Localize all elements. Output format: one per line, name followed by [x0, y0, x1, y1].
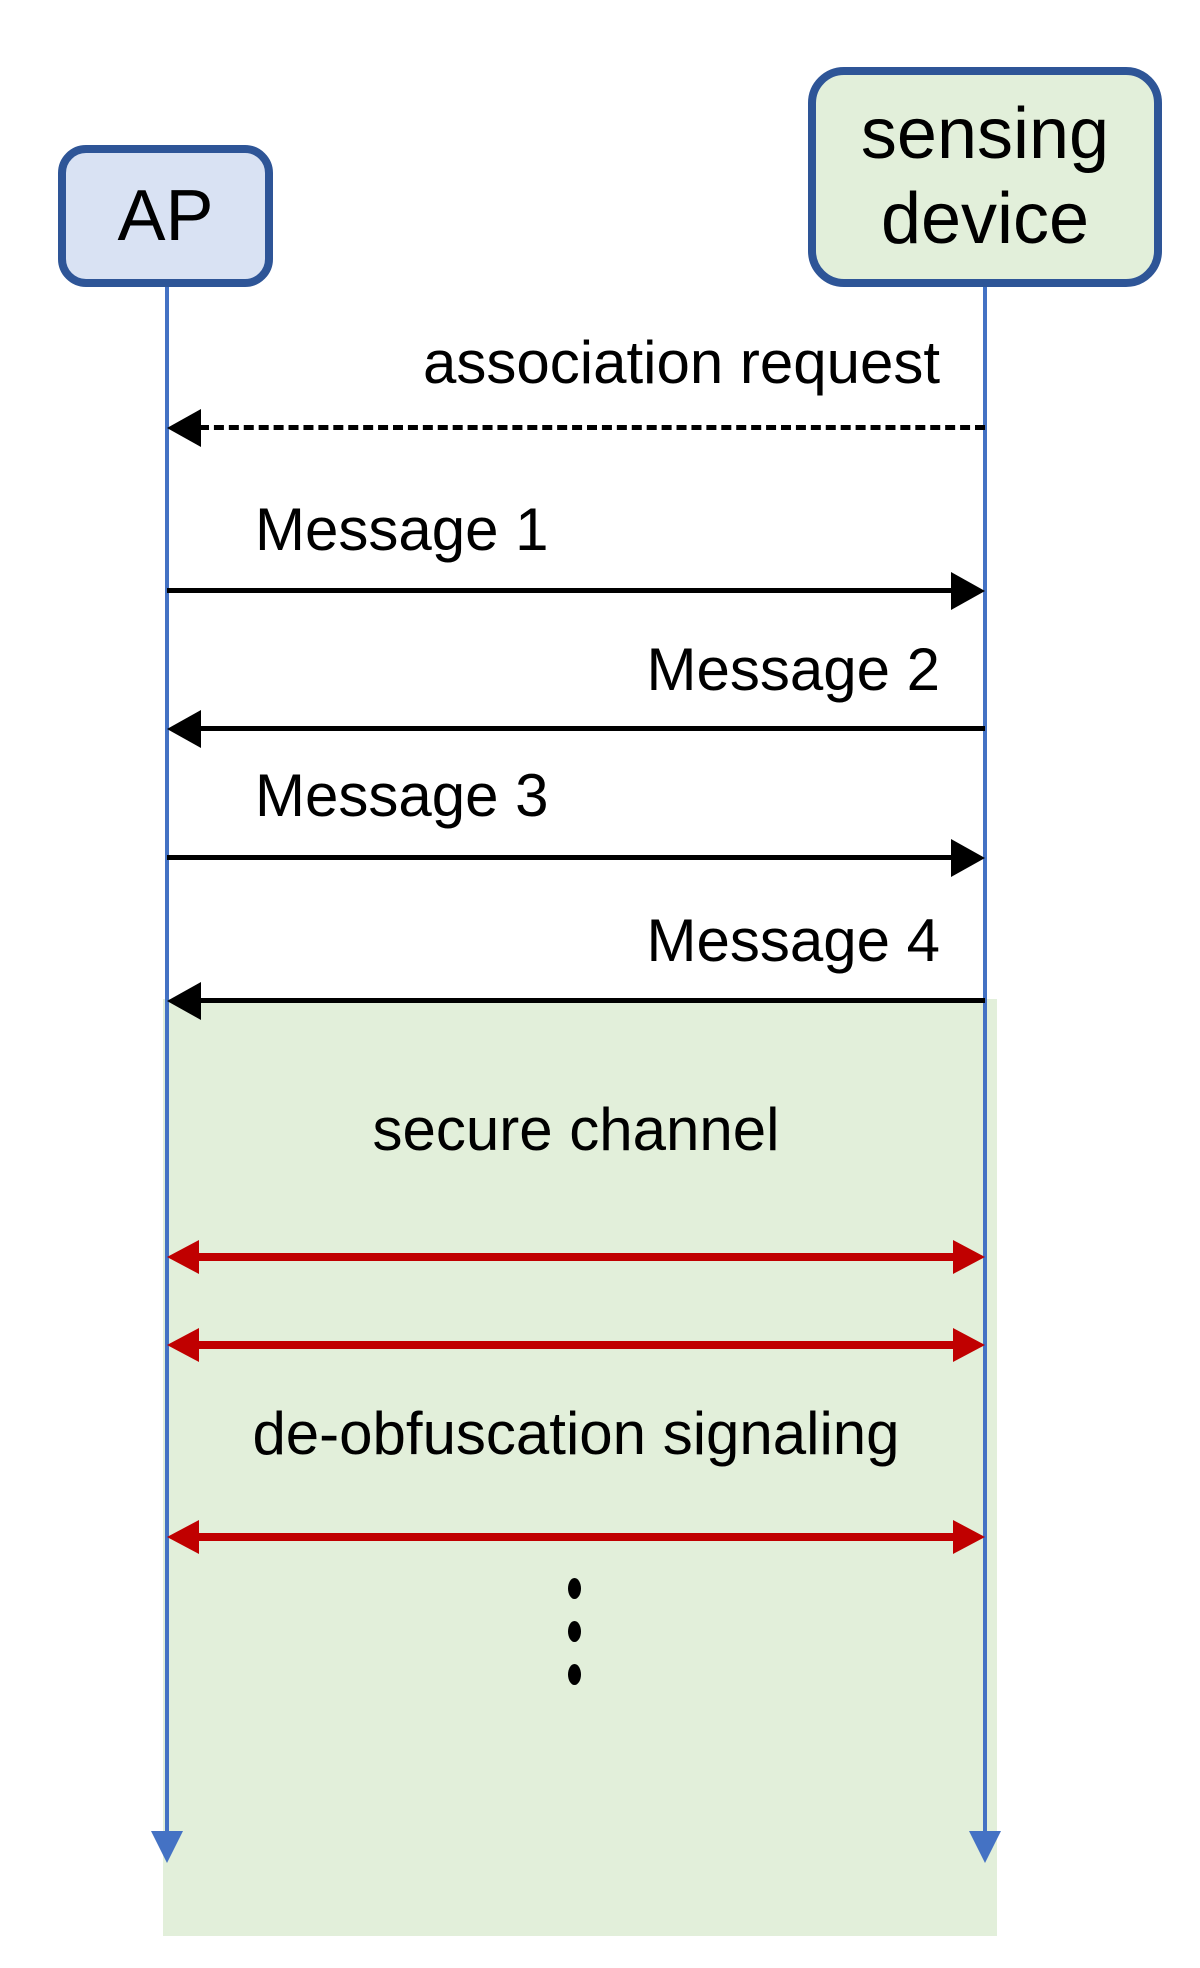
message3-label: Message 3 — [255, 762, 549, 829]
device-lifeline-arrowhead-icon — [969, 1831, 1001, 1863]
message4-arrowhead-icon — [167, 982, 201, 1020]
message1-label: Message 1 — [255, 496, 549, 563]
message4-label: Message 4 — [646, 907, 941, 974]
secure-channel-arrow2-right-arrowhead-icon — [953, 1328, 985, 1362]
vertical-ellipsis-dot1-icon — [568, 1578, 581, 1599]
secure-channel-arrow1-right-arrowhead-icon — [953, 1240, 985, 1274]
vertical-ellipsis-dot2-icon — [568, 1621, 581, 1642]
ap-lifeline-arrowhead-icon — [151, 1831, 183, 1863]
message2-line — [199, 726, 985, 731]
secure-channel-arrow1-left-arrowhead-icon — [167, 1240, 199, 1274]
vertical-ellipsis-dot3-icon — [568, 1664, 581, 1685]
message4-line — [199, 998, 985, 1003]
deobfuscation-arrow-right-arrowhead-icon — [953, 1520, 985, 1554]
deobfuscation-arrow-line — [195, 1533, 957, 1541]
sensing-device-label-line2: device — [880, 179, 1090, 259]
ap-actor-label: AP — [117, 175, 214, 256]
device-lifeline — [983, 287, 987, 1833]
association-request-line — [199, 425, 985, 430]
message1-line — [167, 588, 951, 593]
message2-label: Message 2 — [646, 636, 941, 703]
message3-arrowhead-icon — [951, 839, 985, 877]
message3-line — [167, 855, 951, 860]
deobfuscation-signaling-label: de-obfuscation signaling — [252, 1400, 900, 1467]
deobfuscation-arrow-left-arrowhead-icon — [167, 1520, 199, 1554]
sensing-device-label-line1: sensing — [860, 94, 1110, 175]
sensing-device-actor-box: sensing device — [808, 67, 1162, 287]
secure-channel-arrow1-line — [195, 1253, 957, 1261]
message1-arrowhead-icon — [951, 572, 985, 610]
secure-channel-label: secure channel — [372, 1096, 780, 1163]
ap-lifeline — [165, 287, 169, 1833]
association-request-label: association request — [423, 329, 940, 396]
association-request-arrowhead-icon — [167, 409, 201, 447]
secure-channel-region — [163, 999, 997, 1936]
ap-actor-box: AP — [58, 145, 273, 287]
message2-arrowhead-icon — [167, 710, 201, 748]
secure-channel-arrow2-line — [195, 1341, 957, 1349]
secure-channel-arrow2-left-arrowhead-icon — [167, 1328, 199, 1362]
